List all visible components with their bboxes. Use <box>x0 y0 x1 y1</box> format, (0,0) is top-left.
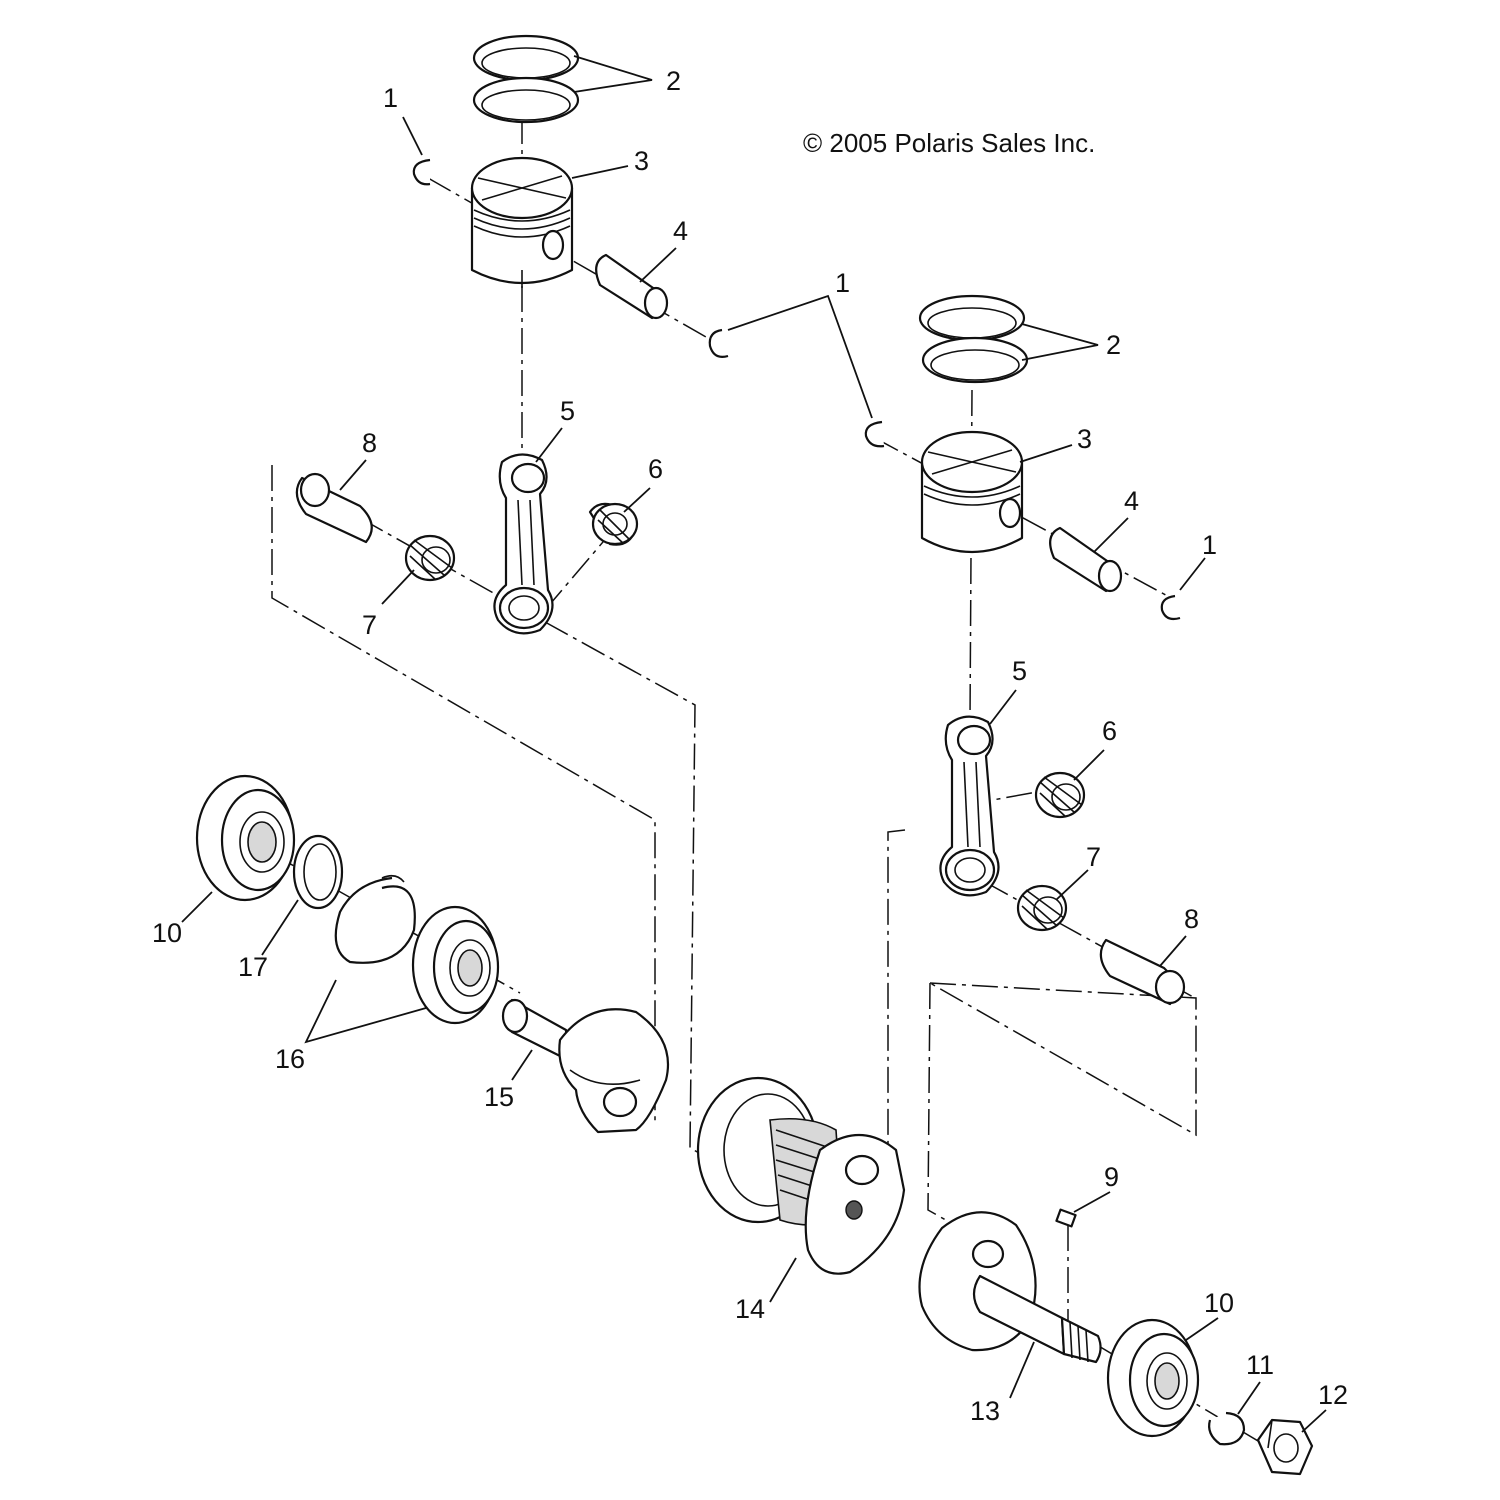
piston-pin-right <box>1049 526 1123 593</box>
callout-17: 17 <box>238 952 268 982</box>
callout-7: 7 <box>362 610 377 640</box>
callout-13: 13 <box>970 1396 1000 1426</box>
needle-bearing-6-right <box>1034 771 1086 819</box>
callout-labels: 1 2 3 4 1 2 3 4 1 5 6 8 7 5 6 7 8 9 10 1… <box>152 66 1348 1426</box>
seal-ring-17 <box>292 834 344 910</box>
snap-ring-16 <box>334 874 416 964</box>
ball-bearing-10-left <box>195 774 296 902</box>
needle-bearing-7-left <box>404 534 456 582</box>
callout-5: 5 <box>560 396 575 426</box>
leader-lines <box>181 55 1327 1433</box>
callout-5: 5 <box>1012 656 1027 686</box>
assembly-lines <box>261 118 1291 1461</box>
callout-4: 4 <box>1124 486 1139 516</box>
callout-1: 1 <box>383 83 398 113</box>
crank-half-13 <box>918 1211 1102 1364</box>
callout-3: 3 <box>1077 424 1092 454</box>
callout-11: 11 <box>1246 1350 1274 1380</box>
callout-2: 2 <box>1106 330 1121 360</box>
circlip-right-a <box>864 420 885 448</box>
callout-16: 16 <box>275 1044 305 1074</box>
callout-6: 6 <box>648 454 663 484</box>
piston-pin-upper-left <box>595 253 669 320</box>
callout-2: 2 <box>666 66 681 96</box>
needle-bearing-7-right <box>1016 884 1068 932</box>
callout-6: 6 <box>1102 716 1117 746</box>
piston-rings-upper-left <box>472 34 580 124</box>
crank-center-14 <box>696 1076 906 1275</box>
connecting-rod-right <box>939 715 1000 897</box>
callout-4: 4 <box>673 216 688 246</box>
crank-pin-8-right <box>1099 938 1186 1006</box>
circlip-upper-middle <box>708 328 729 358</box>
lock-washer-11 <box>1208 1411 1246 1446</box>
woodruff-key-9 <box>1055 1208 1077 1228</box>
callout-7: 7 <box>1086 842 1101 872</box>
callout-8: 8 <box>362 428 377 458</box>
copyright-notice: © 2005 Polaris Sales Inc. <box>803 128 1095 158</box>
callout-10: 10 <box>1204 1288 1234 1318</box>
callout-1: 1 <box>1202 530 1217 560</box>
callout-1: 1 <box>835 268 850 298</box>
ball-bearing-10-right <box>1106 1318 1200 1438</box>
callout-8: 8 <box>1184 904 1199 934</box>
crank-half-15 <box>501 998 670 1134</box>
piston-right <box>920 430 1024 553</box>
callout-15: 15 <box>484 1082 514 1112</box>
nut-12 <box>1256 1418 1314 1476</box>
ball-bearing-16 <box>411 905 500 1025</box>
piston-upper-left <box>470 156 574 288</box>
callout-12: 12 <box>1318 1380 1348 1410</box>
callout-14: 14 <box>735 1294 765 1324</box>
callout-9: 9 <box>1104 1162 1119 1192</box>
circlip-upper-left <box>412 158 431 186</box>
crank-pin-8-left <box>295 472 373 544</box>
circlip-right-b <box>1160 594 1181 621</box>
piston-rings-right <box>918 294 1029 384</box>
callout-10: 10 <box>152 918 182 948</box>
callout-3: 3 <box>634 146 649 176</box>
connecting-rod-left <box>493 453 554 635</box>
needle-bearing-6-left <box>588 502 639 546</box>
